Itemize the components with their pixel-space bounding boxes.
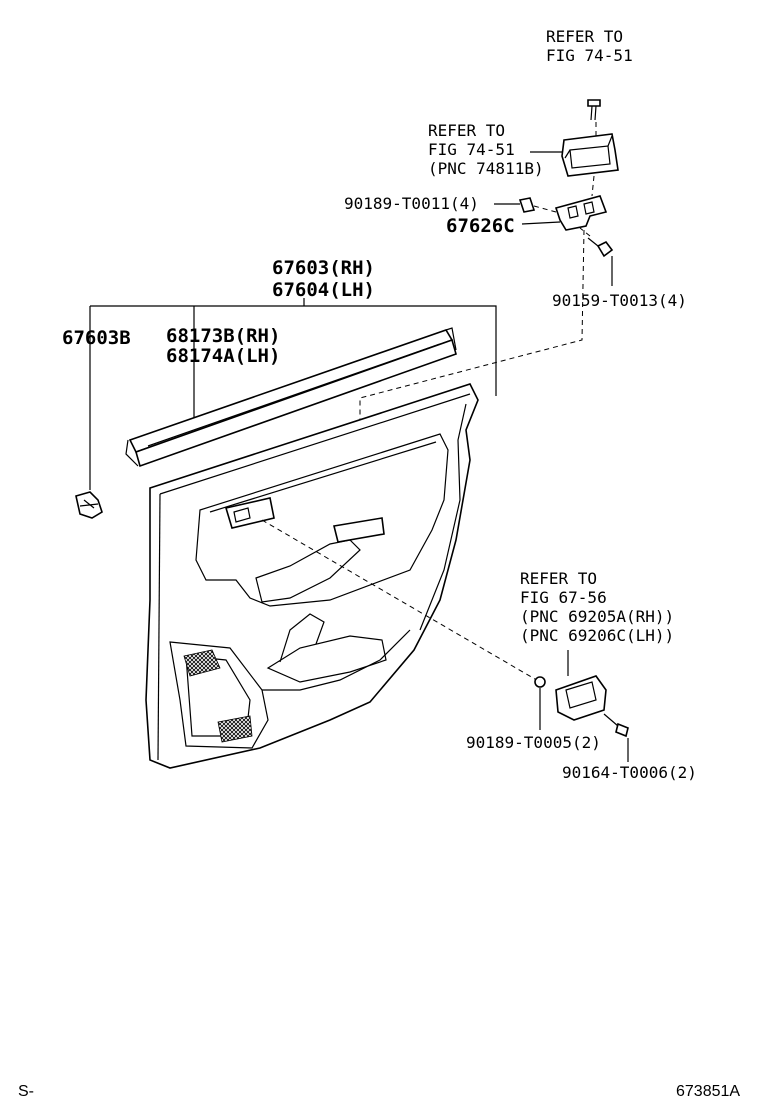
footer-left: S-	[18, 1083, 34, 1100]
refer-switch-line2: FIG 74-51	[428, 140, 515, 159]
weatherstrip-68173b	[125, 327, 457, 468]
refer-handle-line4: (PNC 69206C(LH))	[520, 626, 674, 645]
footer-right-code: 673851A	[676, 1083, 740, 1100]
switch-bezel-74811b	[561, 133, 619, 177]
dash-line-bracket-to-board	[359, 229, 585, 510]
label-68173b-rh: 68173B(RH)	[166, 325, 280, 347]
label-67603-rh: 67603(RH)	[272, 257, 375, 279]
refer-switch-line1: REFER TO	[428, 121, 505, 140]
label-90189-t0005: 90189-T0005(2)	[466, 733, 601, 752]
nut-90189-t0005	[534, 676, 546, 688]
label-90164-t0006: 90164-T0006(2)	[562, 763, 697, 782]
refer-handle-line1: REFER TO	[520, 569, 597, 588]
bracket-67626c	[554, 195, 608, 231]
label-68174a-lh: 68174A(LH)	[166, 345, 280, 367]
label-67603b: 67603B	[62, 327, 131, 349]
label-90159-t0013: 90159-T0013(4)	[552, 291, 687, 310]
top-screw	[587, 99, 601, 121]
label-67626c: 67626C	[446, 215, 515, 237]
refer-switch-line3: (PNC 74811B)	[428, 159, 544, 178]
nut-90189-t0011	[518, 197, 536, 213]
screw-90159-t0013	[587, 237, 614, 258]
inner-handle-69205a	[555, 650, 607, 721]
door-trim-board-67603	[145, 383, 479, 769]
refer-handle-line2: FIG 67-56	[520, 588, 607, 607]
refer-top-line2: FIG 74-51	[546, 46, 633, 65]
screw-90164-t0006	[603, 713, 629, 738]
refer-handle-line3: (PNC 69205A(RH))	[520, 607, 674, 626]
clip-67603b	[75, 491, 103, 519]
label-67604-lh: 67604(LH)	[272, 279, 375, 301]
label-90189-t0011: 90189-T0011(4)	[344, 194, 479, 213]
refer-top-line1: REFER TO	[546, 27, 623, 46]
